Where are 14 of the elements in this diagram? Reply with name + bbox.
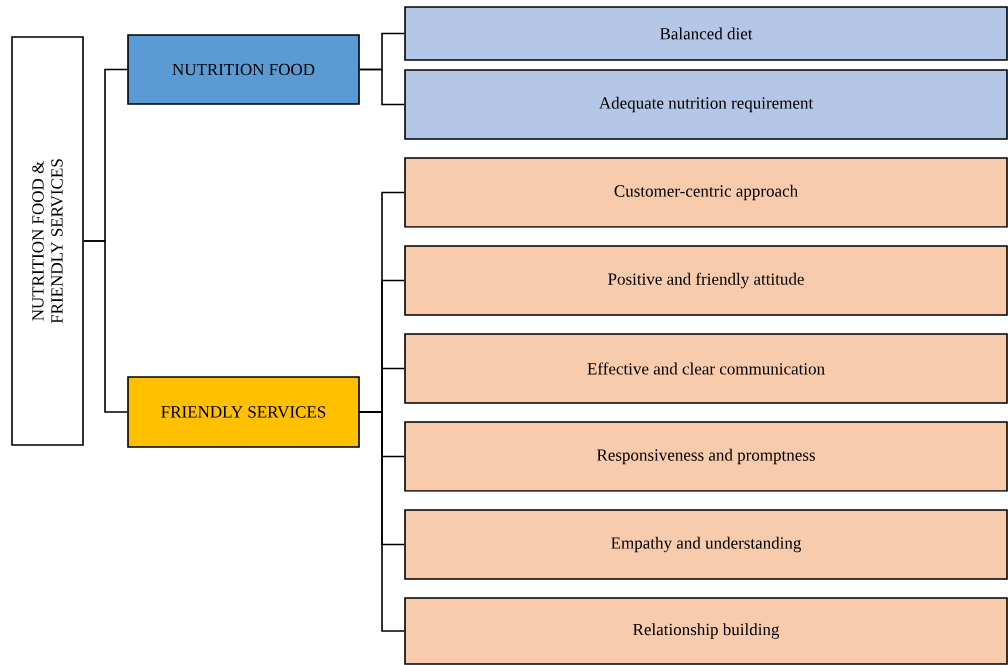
category-box: FRIENDLY SERVICES	[127, 376, 360, 448]
item-box: Customer-centric approach	[404, 157, 1008, 228]
item-box: Positive and friendly attitude	[404, 245, 1008, 316]
connector-line	[359, 68, 405, 106]
category-box: NUTRITION FOOD	[127, 34, 360, 105]
item-box: Effective and clear communication	[404, 333, 1008, 404]
item-box: Empathy and understanding	[404, 509, 1008, 580]
item-box: Responsiveness and promptness	[404, 421, 1008, 492]
category-box: NUTRITION FOOD & FRIENDLY SERVICES	[11, 36, 84, 446]
item-box: Relationship building	[404, 597, 1008, 665]
connector-line	[359, 411, 405, 632]
item-box: Balanced diet	[404, 6, 1008, 61]
connector-line	[83, 240, 128, 413]
item-box: Adequate nutrition requirement	[404, 69, 1008, 140]
